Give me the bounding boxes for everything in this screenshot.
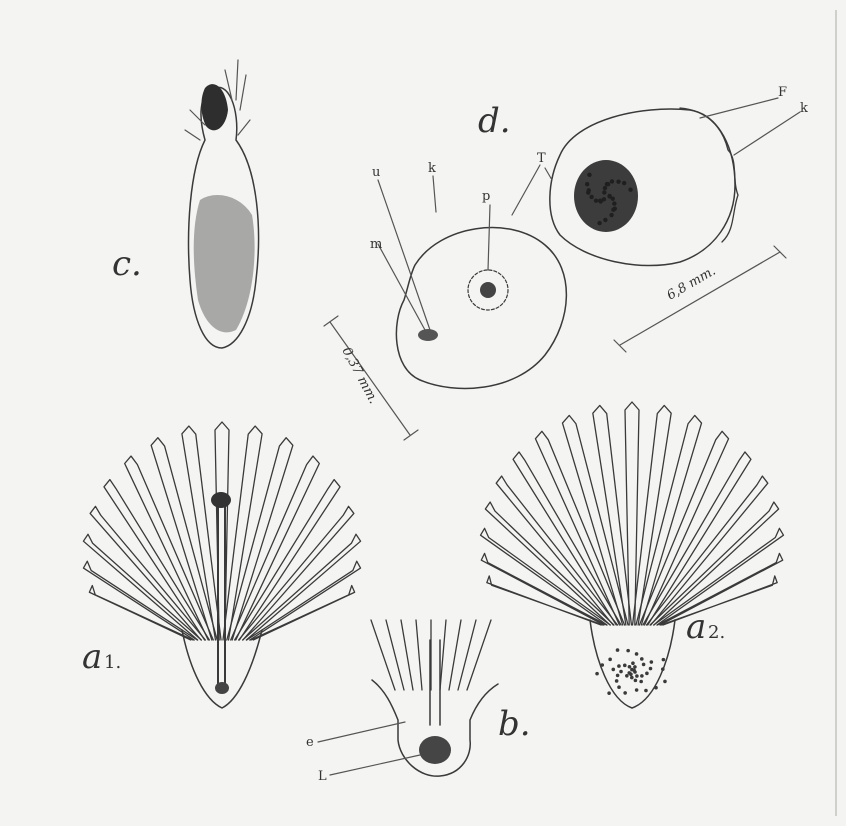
a2-stipple-34 [661, 667, 665, 671]
a2-stipple-35 [607, 691, 611, 695]
a2-stipple-17 [595, 672, 599, 676]
core-dot-13 [628, 187, 632, 191]
core-dot-9 [594, 198, 598, 202]
a2-stipple-29 [640, 674, 644, 678]
core-dot-25 [587, 188, 591, 192]
core-dot-5 [622, 181, 626, 185]
label-d: d. [478, 101, 511, 141]
a2-stipple-14 [617, 685, 621, 689]
a2-stipple-26 [662, 658, 666, 662]
callout-F: F [778, 85, 787, 100]
label-a2: a [686, 607, 706, 647]
core-dot-21 [607, 194, 611, 198]
callout-L: L [318, 769, 327, 784]
a1-stigma [211, 492, 231, 508]
core-dot-6 [597, 221, 601, 225]
core-dot-10 [610, 179, 614, 183]
core-dot-16 [612, 201, 616, 205]
a2-stipple-39 [642, 663, 646, 667]
callout-e: e [306, 735, 314, 750]
core-dot-11 [609, 213, 613, 217]
core-dot-15 [603, 186, 607, 190]
callout-u: u [372, 165, 380, 180]
a2-stipple-3 [639, 680, 643, 684]
a2-stipple-8 [663, 680, 667, 684]
a2-stipple-36 [630, 668, 634, 672]
a2-stipple-28 [628, 665, 632, 669]
a2-stipple-2 [631, 661, 635, 665]
core-dot-19 [603, 218, 607, 222]
a2-stipple-5 [650, 660, 654, 664]
core-dot-24 [611, 207, 615, 211]
label-a1-sub: 1. [104, 652, 121, 673]
b-ovule [419, 736, 451, 764]
label-a1: a [82, 637, 102, 677]
label-b: b. [498, 704, 531, 744]
a2-stipple-12 [617, 664, 621, 668]
left-section-spot [418, 329, 438, 341]
a2-stipple-32 [635, 688, 639, 692]
a2-stipple-24 [644, 689, 648, 693]
core-dot-12 [585, 182, 589, 186]
a2-stipple-15 [626, 649, 630, 653]
left-section-center [480, 282, 496, 298]
core-dot-20 [587, 173, 591, 177]
a2-stipple-13 [649, 667, 653, 671]
a2-stipple-23 [635, 652, 639, 656]
a2-stipple-7 [616, 648, 620, 652]
label-a2-sub: 2. [708, 622, 725, 643]
callout-T: T [537, 151, 546, 166]
label-c: c. [112, 244, 142, 284]
callout-k-left: k [428, 161, 436, 176]
a2-stipple-27 [629, 672, 633, 676]
core-dot-23 [606, 182, 610, 186]
a2-stipple-22 [615, 679, 619, 683]
a2-stipple-37 [635, 674, 639, 678]
core-dot-22 [598, 199, 602, 203]
a2-stipple-11 [634, 679, 638, 683]
a2-stipple-16 [654, 686, 658, 690]
a2-stipple-30 [616, 674, 620, 678]
callout-m: m [370, 237, 382, 252]
a2-stipple-4 [611, 668, 615, 672]
a2-stipple-33 [608, 658, 612, 662]
a2-stipple-6 [623, 691, 627, 695]
a1-ovary [215, 682, 229, 694]
core-dot-18 [616, 179, 620, 183]
callout-k-right: k [800, 101, 808, 116]
core-dot-14 [602, 197, 606, 201]
a2-stipple-1 [625, 674, 629, 678]
a2-stipple-31 [640, 657, 644, 661]
a2-stipple-10 [633, 665, 637, 669]
a2-stipple-25 [600, 663, 604, 667]
core-dot-17 [589, 195, 593, 199]
core-dot-7 [602, 190, 606, 194]
a2-stipple-20 [623, 664, 627, 668]
a2-stipple-38 [619, 670, 623, 674]
a2-stipple-21 [645, 672, 649, 676]
callout-p: p [482, 189, 490, 204]
a2-stipple-19 [630, 676, 634, 680]
